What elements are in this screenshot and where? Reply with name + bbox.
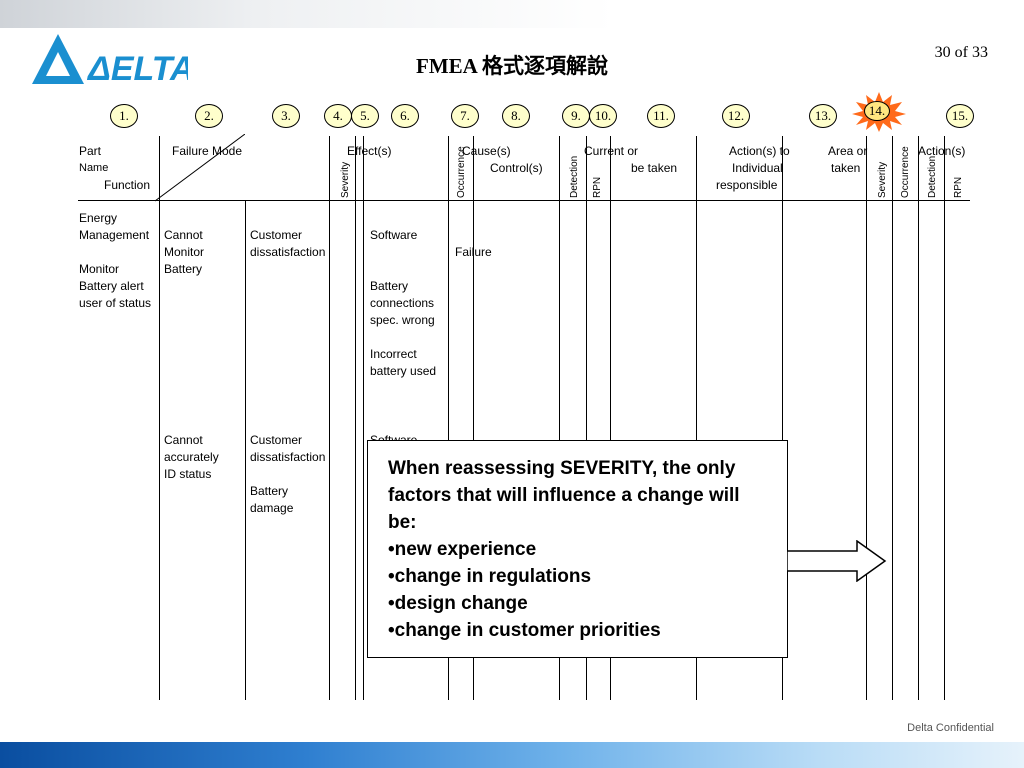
column-number-15: 15.: [946, 104, 974, 128]
header-separator-line: [78, 200, 970, 201]
header-be-taken: be taken: [631, 161, 678, 175]
column-divider: [448, 136, 449, 700]
column-number-8: 8.: [502, 104, 530, 128]
column-number-9: 9.: [562, 104, 590, 128]
header-part: Part: [79, 144, 102, 158]
top-band: [0, 0, 1024, 28]
column-divider: [610, 136, 611, 700]
cause-2: Battery connections spec. wrong: [370, 279, 435, 327]
column-number-14: 14.: [864, 101, 890, 121]
arrow-right-icon: [787, 540, 887, 582]
confidential-footer: Delta Confidential: [907, 722, 994, 734]
column-number-1: 1.: [110, 104, 138, 128]
column-divider: [918, 136, 919, 700]
column-number-5: 5.: [351, 104, 379, 128]
callout-item: •new experience: [388, 539, 537, 560]
column-number-2: 2.: [195, 104, 223, 128]
column-divider: [892, 136, 893, 700]
callout-item: •change in customer priorities: [388, 620, 661, 641]
column-divider: [782, 136, 783, 700]
header-severity-2: Severity: [877, 161, 888, 198]
header-controls: Control(s): [490, 161, 543, 175]
header-detection: Detection: [569, 155, 580, 198]
column-divider: [159, 136, 160, 700]
header-severity: Severity: [340, 161, 351, 198]
slide-title: FMEA 格式逐項解說: [416, 54, 608, 78]
column-number-4: 4.: [324, 104, 352, 128]
header-taken: taken: [831, 161, 861, 175]
cause-1: Software: [370, 228, 418, 242]
column-number-12: 12.: [722, 104, 750, 128]
bottom-band: [0, 742, 1024, 768]
effect-2b: Battery damage: [250, 484, 294, 515]
header-actions-to: Action(s) to: [729, 144, 790, 158]
callout-intro: When reassessing SEVERITY, the only fact…: [388, 458, 740, 533]
effect-2a: Customer dissatisfaction: [250, 433, 326, 464]
callout-item: •change in regulations: [388, 566, 592, 587]
delta-logo: ΔELTA: [32, 34, 188, 88]
failure-mode-2: Cannot accurately ID status: [164, 433, 219, 481]
column-divider: [559, 136, 560, 700]
column-divider: [329, 136, 330, 700]
header-responsible: responsible: [716, 178, 778, 192]
header-diagonal-line: [155, 134, 245, 202]
header-action-s: Action(s): [918, 144, 966, 158]
severity-callout-box: When reassessing SEVERITY, the only fact…: [367, 440, 788, 658]
header-rpn-2: RPN: [953, 176, 964, 198]
column-divider: [696, 136, 697, 700]
column-divider: [473, 136, 474, 700]
header-causes: Cause(s): [462, 144, 511, 158]
column-divider: [363, 136, 364, 700]
column-number-7: 7.: [451, 104, 479, 128]
header-current: Current or: [584, 144, 639, 158]
header-failure-mode: Failure Mode: [172, 144, 243, 158]
column-divider: [866, 136, 867, 700]
page-number: 30 of 33: [934, 44, 988, 61]
failure-word: Failure: [455, 245, 492, 259]
column-number-10: 10.: [589, 104, 617, 128]
header-effects: Effect(s): [347, 144, 392, 158]
column-divider: [245, 200, 246, 700]
header-individual: Individual: [732, 161, 783, 175]
callout-item: •design change: [388, 593, 528, 614]
header-name: Name: [79, 162, 109, 174]
svg-text:ΔELTA: ΔELTA: [86, 50, 188, 88]
column-number-3: 3.: [272, 104, 300, 128]
effect-1: Customer dissatisfaction: [250, 228, 326, 259]
column-divider: [944, 136, 945, 700]
header-occurrence-2: Occurrence: [900, 146, 911, 198]
column-number-13: 13.: [809, 104, 837, 128]
failure-mode-1: Cannot Monitor Battery: [164, 228, 205, 276]
column-number-11: 11.: [647, 104, 675, 128]
header-area-or: Area or: [828, 144, 868, 158]
header-rpn: RPN: [592, 176, 603, 198]
cause-3: Incorrect battery used: [370, 347, 437, 378]
column-divider: [355, 136, 356, 700]
header-function: Function: [104, 178, 151, 192]
header-detection-2: Detection: [927, 155, 938, 198]
function-cell: Energy Management Monitor Battery alert …: [79, 211, 152, 310]
column-divider: [586, 136, 587, 700]
column-number-6: 6.: [391, 104, 419, 128]
